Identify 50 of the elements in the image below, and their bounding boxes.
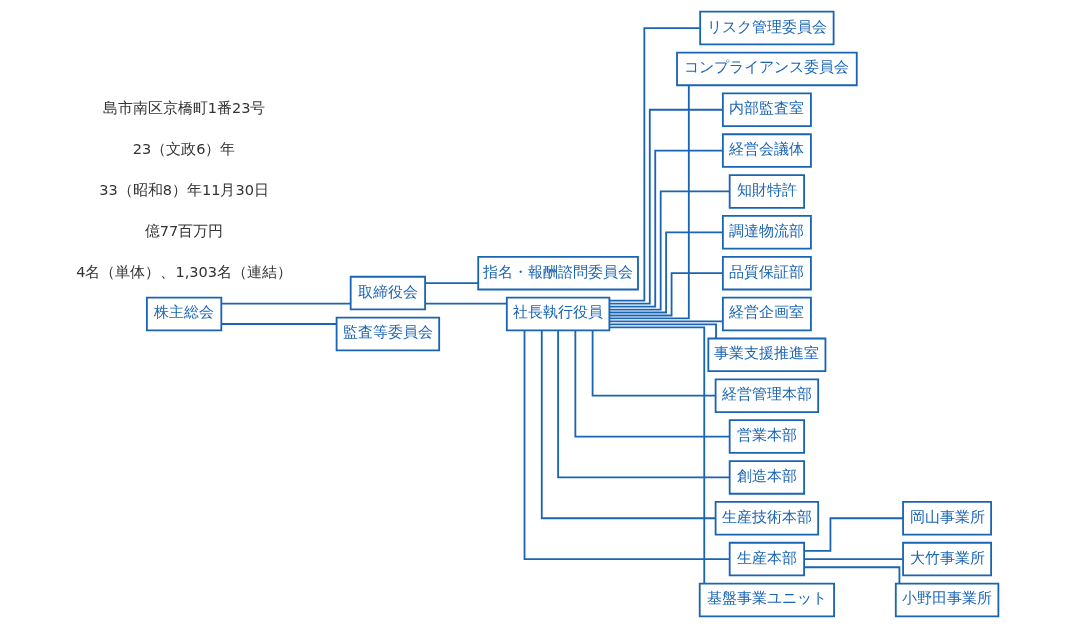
connector: [608, 272, 724, 317]
connector: [608, 27, 701, 302]
connector: [220, 302, 351, 305]
node-box: 調達物流部: [721, 215, 812, 250]
node-box: 品質保証部: [721, 255, 812, 291]
node-box: 岡山事業所: [901, 501, 992, 536]
connector: [608, 84, 690, 320]
label: 33（昭和8）年11月30日: [98, 181, 269, 198]
connector: [608, 108, 724, 305]
node-box: 知財特許: [728, 174, 805, 209]
connector: [608, 231, 724, 314]
connector: [608, 323, 717, 340]
node-box: 監査等委員会: [335, 316, 440, 352]
connector: [540, 329, 716, 520]
node-box: 生産本部: [728, 541, 805, 577]
node-box: 指名・報酬諮問委員会: [476, 255, 639, 291]
connector: [423, 282, 479, 285]
node-box: 社長執行役員: [505, 296, 610, 332]
connector: [556, 329, 730, 479]
label: 島市南区京橋町1番23号: [102, 100, 265, 117]
node-box: 経営会議体: [721, 133, 812, 168]
node-box: 内部監査室: [721, 92, 812, 127]
label: 億77百万円: [144, 222, 223, 239]
connector: [802, 566, 900, 585]
node-box: 基盤事業ユニット: [698, 582, 835, 618]
connector: [523, 329, 730, 560]
connector: [608, 149, 724, 308]
node-box: 生産技術本部: [714, 501, 819, 536]
connector: [608, 326, 705, 585]
connector: [423, 302, 508, 305]
connector: [573, 329, 730, 438]
node-box: 創造本部: [728, 460, 805, 495]
connector: [591, 329, 716, 397]
node-box: 経営企画室: [721, 296, 812, 332]
node-box: 株主総会: [145, 296, 222, 332]
label: 4名（単体）、1,303名（連結）: [75, 263, 292, 280]
node-box: 経営管理本部: [714, 378, 819, 413]
connector: [608, 320, 724, 323]
connector: [802, 517, 904, 552]
node-box: 大竹事業所: [901, 541, 992, 577]
node-box: 営業本部: [728, 419, 805, 454]
connector: [608, 190, 730, 311]
node-box: リスク管理委員会: [698, 10, 834, 46]
node-box: コンプライアンス委員会: [675, 51, 858, 87]
node-box: 事業支援推進室: [706, 337, 826, 373]
connector: [802, 558, 904, 560]
node-box: 取締役会: [349, 275, 426, 311]
node-box: 小野田事業所: [894, 582, 999, 618]
label: 23（文政6）年: [132, 141, 235, 158]
connector: [220, 323, 337, 325]
